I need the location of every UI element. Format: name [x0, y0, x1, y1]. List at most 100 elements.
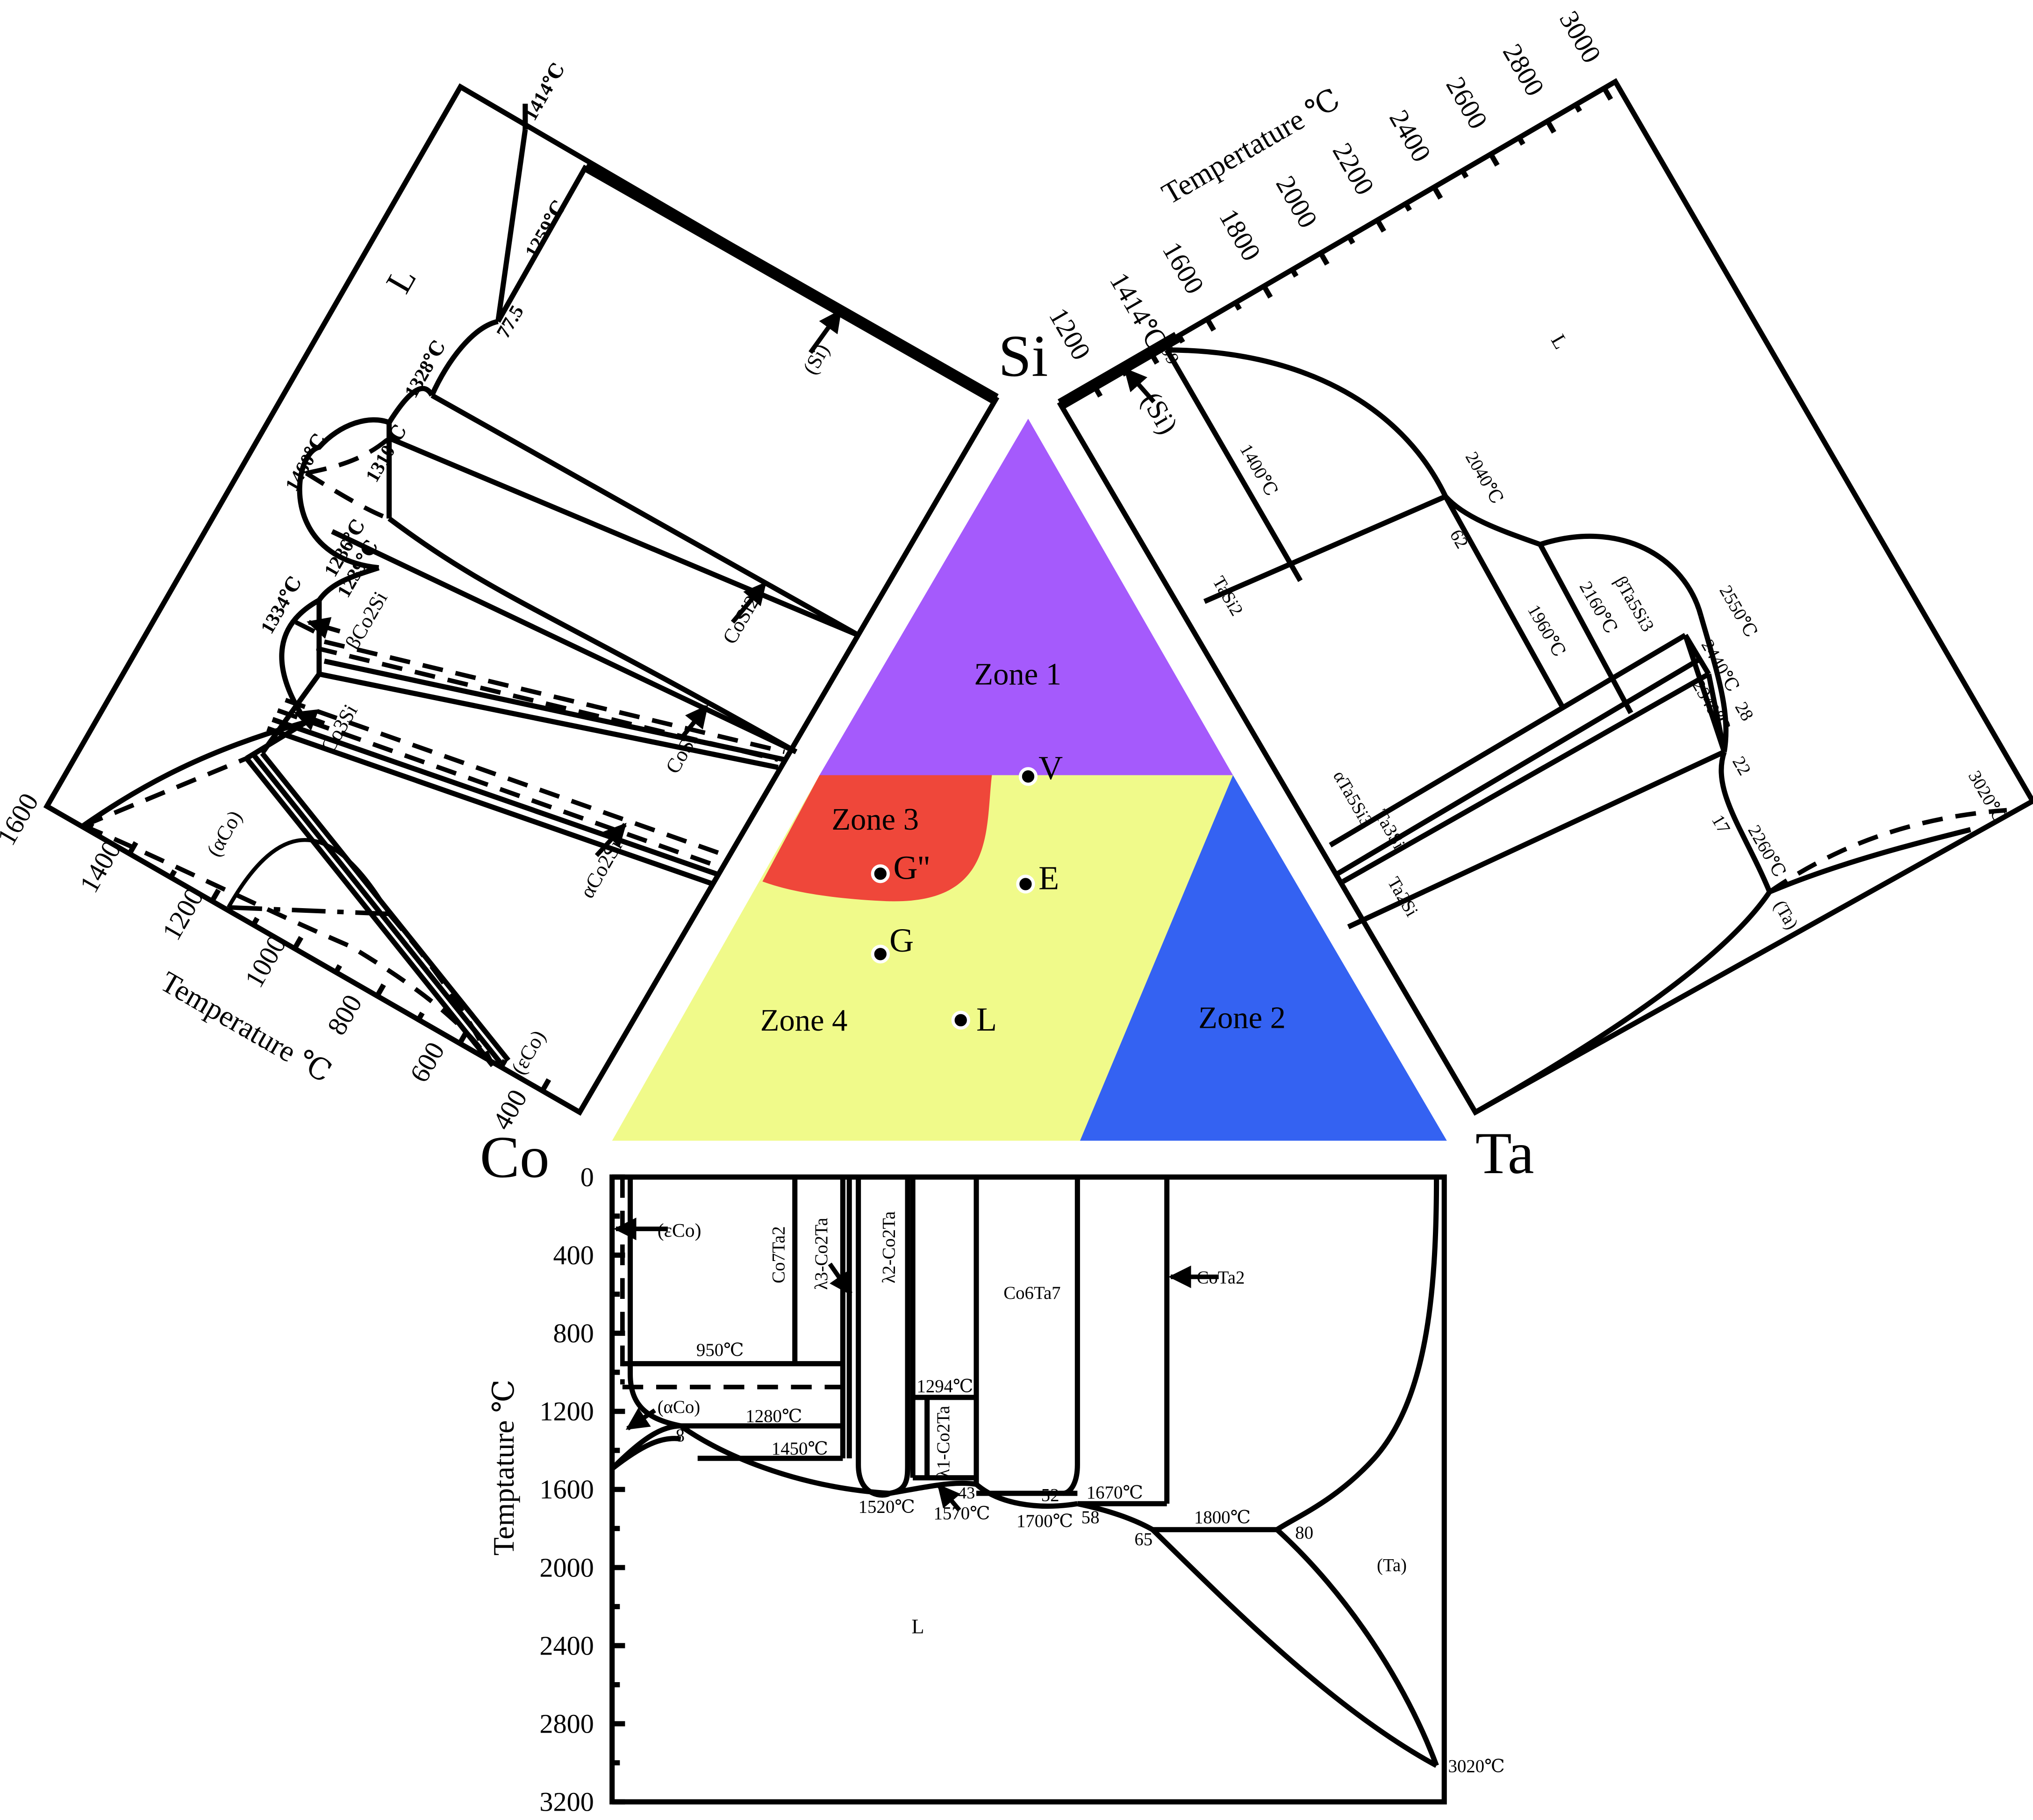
- axis-tick: [1517, 136, 1525, 146]
- co-ta-65-label: 65: [1134, 1529, 1153, 1549]
- axis-tick: [1318, 251, 1330, 266]
- element-co-label: Co: [480, 1124, 550, 1190]
- si-ta-2040-label: 2040℃: [1461, 448, 1507, 507]
- co-ta-tick-2000: 2000: [539, 1552, 594, 1583]
- si-ta-2550-label: 2550℃: [1715, 582, 1761, 641]
- si-ta-tick-2600: 2600: [1440, 72, 1494, 134]
- axis-tick: [1403, 202, 1412, 212]
- zone-2-region: [1080, 775, 1447, 1141]
- co-ta-1450-label: 1450℃: [772, 1439, 828, 1459]
- element-ta-label: Ta: [1475, 1120, 1534, 1186]
- axis-tick: [375, 983, 386, 997]
- axis-tick: [540, 1078, 551, 1092]
- si-ta-tick-1200: 1200: [1043, 303, 1097, 365]
- axis-tick: [1489, 152, 1500, 167]
- co-si-axis-title: Temperature ℃: [155, 965, 337, 1089]
- co-ta-43-label: 43: [958, 1483, 975, 1502]
- co-ta-tick-1200: 1200: [539, 1396, 594, 1426]
- co-ta-l1-label: λ1-Co2Ta: [933, 1406, 953, 1478]
- svg-text:V: V: [1038, 749, 1063, 787]
- axis-tick: [168, 869, 177, 879]
- co-ta-cota2-label: CoTa2: [1197, 1268, 1245, 1288]
- si-ta-tick-3000: 3000: [1553, 6, 1607, 68]
- co-ta-58-label: 58: [1081, 1507, 1100, 1527]
- axis-tick: [416, 1011, 425, 1021]
- zone-3-label: Zone 3: [831, 803, 919, 837]
- axis-tick: [1602, 86, 1613, 101]
- svg-text:G: G: [889, 922, 914, 959]
- co-si-1334-label: 1334℃: [256, 573, 306, 637]
- zone-3-region: [762, 775, 992, 902]
- point-l: L: [951, 1001, 997, 1038]
- co-ta-tick-0: 0: [580, 1162, 594, 1192]
- si-ta-22-label: 22: [1728, 753, 1755, 779]
- co-ta-tick-3200: 3200: [539, 1787, 594, 1817]
- axis-tick: [1545, 120, 1557, 134]
- co-si-1414-label: 1414℃: [519, 59, 569, 124]
- si-ta-ta-label: (Ta): [1770, 897, 1802, 933]
- axis-tick: [1233, 301, 1242, 311]
- zone-2-label: Zone 2: [1198, 1001, 1286, 1035]
- co-ta-1800-label: 1800℃: [1194, 1507, 1251, 1527]
- co-si-1328-label: 1328℃: [400, 337, 450, 401]
- si-ta-axis-title: Tempertature ℃: [1156, 82, 1346, 211]
- co-ta-co7ta2-label: Co7Ta2: [769, 1226, 789, 1283]
- si-ta-tick-2800: 2800: [1497, 39, 1551, 101]
- axis-tick: [44, 794, 56, 808]
- co-ta-tick-800: 800: [553, 1318, 594, 1348]
- co-ta-8-label: 8: [676, 1426, 685, 1446]
- co-ta-tick-2400: 2400: [539, 1630, 594, 1661]
- co-si-tick-800: 800: [321, 989, 368, 1040]
- co-ta-eco-label: (εCo): [658, 1219, 702, 1241]
- point-e: E: [1016, 860, 1059, 897]
- point-g: G: [871, 922, 914, 964]
- zone-4-region: [612, 775, 1233, 1141]
- axis-tick: [1290, 268, 1299, 278]
- axis-tick: [1346, 235, 1355, 245]
- co-si-liquid-label: L: [378, 260, 424, 300]
- axis-tick: [1205, 317, 1216, 332]
- co-ta-950-label: 950℃: [696, 1340, 744, 1360]
- co-ta-1570-label: 1570℃: [933, 1504, 990, 1524]
- si-ta-28-label: 28: [1731, 699, 1758, 724]
- zone-4-label: Zone 4: [760, 1003, 848, 1038]
- si-ta-si-label: (Si): [1135, 387, 1184, 440]
- axis-tick: [1460, 169, 1469, 179]
- si-ta-temperature-axis: 1200 1414℃ 1600 1800 2000 2200 2400 2600…: [1043, 6, 1613, 398]
- co-ta-52-label: 52: [1041, 1485, 1059, 1505]
- co-ta-1520-label: 1520℃: [859, 1497, 915, 1517]
- si-ta-tick-2000: 2000: [1270, 171, 1324, 233]
- axis-tick: [1574, 103, 1582, 113]
- axis-tick: [1176, 334, 1185, 344]
- si-ta-17-label: 17: [1708, 811, 1734, 837]
- si-ta-1400-label: 1400℃: [1236, 441, 1281, 500]
- co-si-cosi2-label: CoSi2: [718, 591, 764, 648]
- axis-tick: [1091, 384, 1103, 398]
- co-ta-ta-label: (Ta): [1377, 1555, 1407, 1575]
- co-ta-liquid-label: L: [911, 1615, 924, 1638]
- co-ta-l3-label: λ3-Co2Ta: [811, 1218, 831, 1290]
- co-ta-temperature-axis: 0 400 800 1200 1600 2000 2400 2800 3200 …: [487, 1162, 625, 1817]
- co-ta-co6ta7-label: Co6Ta7: [1003, 1283, 1060, 1303]
- axis-tick: [1432, 186, 1443, 200]
- svg-text:G'': G'': [894, 849, 930, 886]
- point-v: V: [1018, 749, 1063, 787]
- co-ta-1700-label: 1700℃: [1016, 1511, 1073, 1531]
- si-ta-tick-2400: 2400: [1383, 105, 1437, 167]
- co-ta-tick-2800: 2800: [539, 1708, 594, 1739]
- co-ta-3020-label: 3020℃: [1448, 1756, 1505, 1776]
- co-ta-1670-label: 1670℃: [1087, 1483, 1143, 1503]
- point-g-double-prime: G'': [871, 849, 930, 886]
- co-ta-80-label: 80: [1295, 1523, 1313, 1543]
- si-ta-ta3si-label: Ta3Si: [1371, 806, 1409, 853]
- co-ta-phase-diagram: 0 400 800 1200 1600 2000 2400 2800 3200 …: [487, 1162, 1505, 1817]
- co-ta-axis-title: Temptature ℃: [487, 1379, 520, 1555]
- si-ta-62-label: 62: [1446, 526, 1473, 552]
- axis-tick: [334, 964, 342, 974]
- axis-tick: [1375, 219, 1386, 233]
- co-ta-aco-label: (αCo): [658, 1397, 700, 1417]
- si-ta-tick-1800: 1800: [1213, 204, 1267, 266]
- si-ta-tick-1600: 1600: [1157, 236, 1210, 299]
- co-ta-1280-label: 1280℃: [745, 1406, 802, 1426]
